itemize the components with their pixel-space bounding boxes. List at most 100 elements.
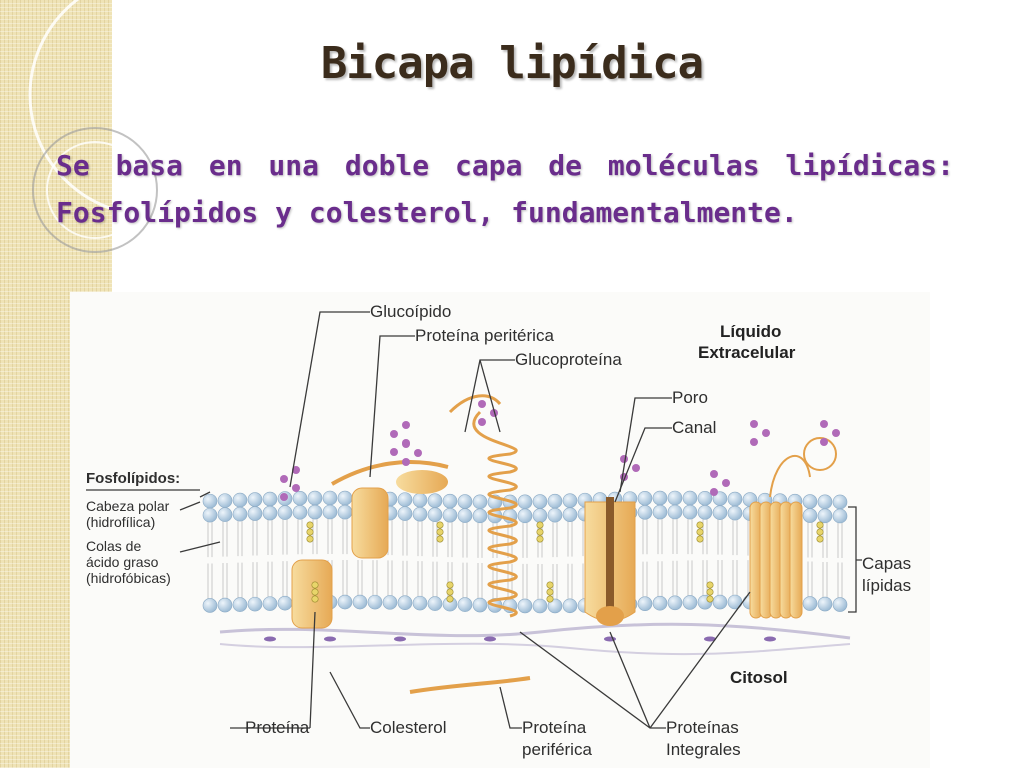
integral-protein [291, 559, 333, 629]
phospholipid-head [262, 491, 278, 507]
leader-line [499, 686, 522, 729]
leader-line [230, 611, 316, 729]
sugar-unit [490, 409, 498, 417]
phospholipid-head [457, 597, 473, 612]
phospholipid-head [337, 490, 353, 506]
cholesterol-molecule [311, 595, 319, 603]
phospholipid-head [832, 508, 848, 524]
phospholipid-head [262, 505, 278, 521]
phospholipid-head [832, 494, 848, 510]
label-cabeza-polar: Cabeza polar [86, 498, 170, 514]
sugar-unit [390, 448, 398, 456]
cholesterol-molecule [546, 588, 554, 596]
leader-line [199, 491, 211, 498]
phospholipid-head [817, 508, 833, 524]
cholesterol-molecule [696, 521, 704, 529]
cholesterol-molecule [436, 528, 444, 536]
glycoprotein-strand [448, 394, 502, 414]
phospholipid-head [532, 508, 548, 523]
phospholipid-head [367, 594, 383, 610]
phospholipid-head [337, 504, 353, 520]
phospholipid-head [277, 595, 293, 611]
cholesterol-molecule [706, 595, 714, 603]
phospholipid-head [427, 507, 443, 522]
phospholipid-head [427, 596, 443, 611]
cholesterol-molecule [546, 595, 554, 603]
label-fosfolipidos: Fosfolípidos: [86, 470, 181, 487]
label-proteina-periferica-top: Proteína peritérica [415, 326, 554, 345]
phospholipid-head [217, 493, 233, 508]
cholesterol-molecule [696, 535, 704, 543]
phospholipid-head [712, 594, 728, 610]
label-lipidas: lípidas [862, 576, 912, 595]
leader-line [179, 541, 221, 553]
phospholipid-head [232, 597, 248, 612]
cholesterol-molecule [706, 588, 714, 596]
label-extracelular: Extracelular [698, 343, 796, 362]
label-glucoproteina: Glucoproteína [515, 350, 622, 369]
phospholipid-head [397, 595, 413, 611]
cholesterol-molecule [311, 581, 319, 589]
label-colesterol: Colesterol [370, 718, 447, 737]
phospholipid-head [817, 494, 833, 510]
cholesterol-molecule [816, 535, 824, 543]
phospholipid-head [652, 490, 668, 506]
label-proteinas-integrales: Proteínas [666, 718, 739, 737]
leader-line [369, 335, 415, 478]
phospholipid-head [547, 493, 563, 509]
sugar-unit [710, 488, 718, 496]
label-capas: Capas [862, 554, 912, 573]
slide-title: Bicapa lipídica [320, 38, 704, 89]
cholesterol-molecule [306, 521, 314, 529]
phospholipid-head [217, 597, 233, 613]
label-colas-de: Colas de [86, 538, 142, 554]
phospholipid-head [727, 505, 743, 521]
phospholipid-head [682, 595, 698, 610]
phospholipid-head [832, 597, 848, 612]
phospholipid-head [412, 506, 428, 522]
phospholipid-head [442, 507, 458, 523]
phospholipid-head [667, 595, 683, 611]
phospholipid-head [427, 493, 443, 508]
cholesterol-molecule [306, 528, 314, 536]
cholesterol-molecule [816, 521, 824, 529]
label-liquido: Líquido [720, 322, 782, 341]
decorative-rings [28, 0, 272, 253]
protein-loop [803, 437, 837, 471]
sugar-unit [414, 449, 422, 457]
phospholipid-head [802, 596, 818, 611]
label-integrales: Integrales [666, 740, 741, 759]
sugar-unit [390, 430, 398, 438]
cholesterol-molecule [436, 535, 444, 543]
cholesterol-molecule [446, 588, 454, 596]
label-glucolipido: Glucoípido [370, 302, 452, 321]
phospholipid-head [637, 504, 653, 520]
phospholipid-head [682, 490, 698, 506]
phospholipid-head [682, 504, 698, 520]
membrane-diagram: Glucoípido Proteína peritérica Glucoprot… [70, 292, 930, 768]
phospholipid-head [307, 504, 323, 520]
label-periferica: periférica [522, 740, 592, 759]
leader-line [329, 671, 370, 729]
phospholipid-head [202, 598, 218, 613]
sugar-unit [750, 438, 758, 446]
sugar-unit [710, 470, 718, 478]
sugar-unit [478, 418, 486, 426]
phospholipid-head [547, 507, 563, 523]
cholesterol-molecule [436, 521, 444, 529]
phospholipid-head [532, 598, 548, 614]
leader-line [289, 311, 370, 488]
cholesterol-molecule [706, 581, 714, 589]
phospholipid-head [667, 504, 683, 520]
phospholipid-head [457, 494, 473, 509]
sugar-unit [632, 464, 640, 472]
phospholipid-head [547, 598, 563, 614]
cholesterol-molecule [306, 535, 314, 543]
phospholipid-head [472, 508, 488, 524]
phospholipid-head [712, 505, 728, 520]
leader-line [848, 506, 862, 613]
label-proteina: Proteína [245, 718, 310, 737]
sugar-unit [620, 455, 628, 463]
label-acido-graso: ácido graso [86, 554, 159, 570]
phospholipid-head [247, 506, 263, 521]
